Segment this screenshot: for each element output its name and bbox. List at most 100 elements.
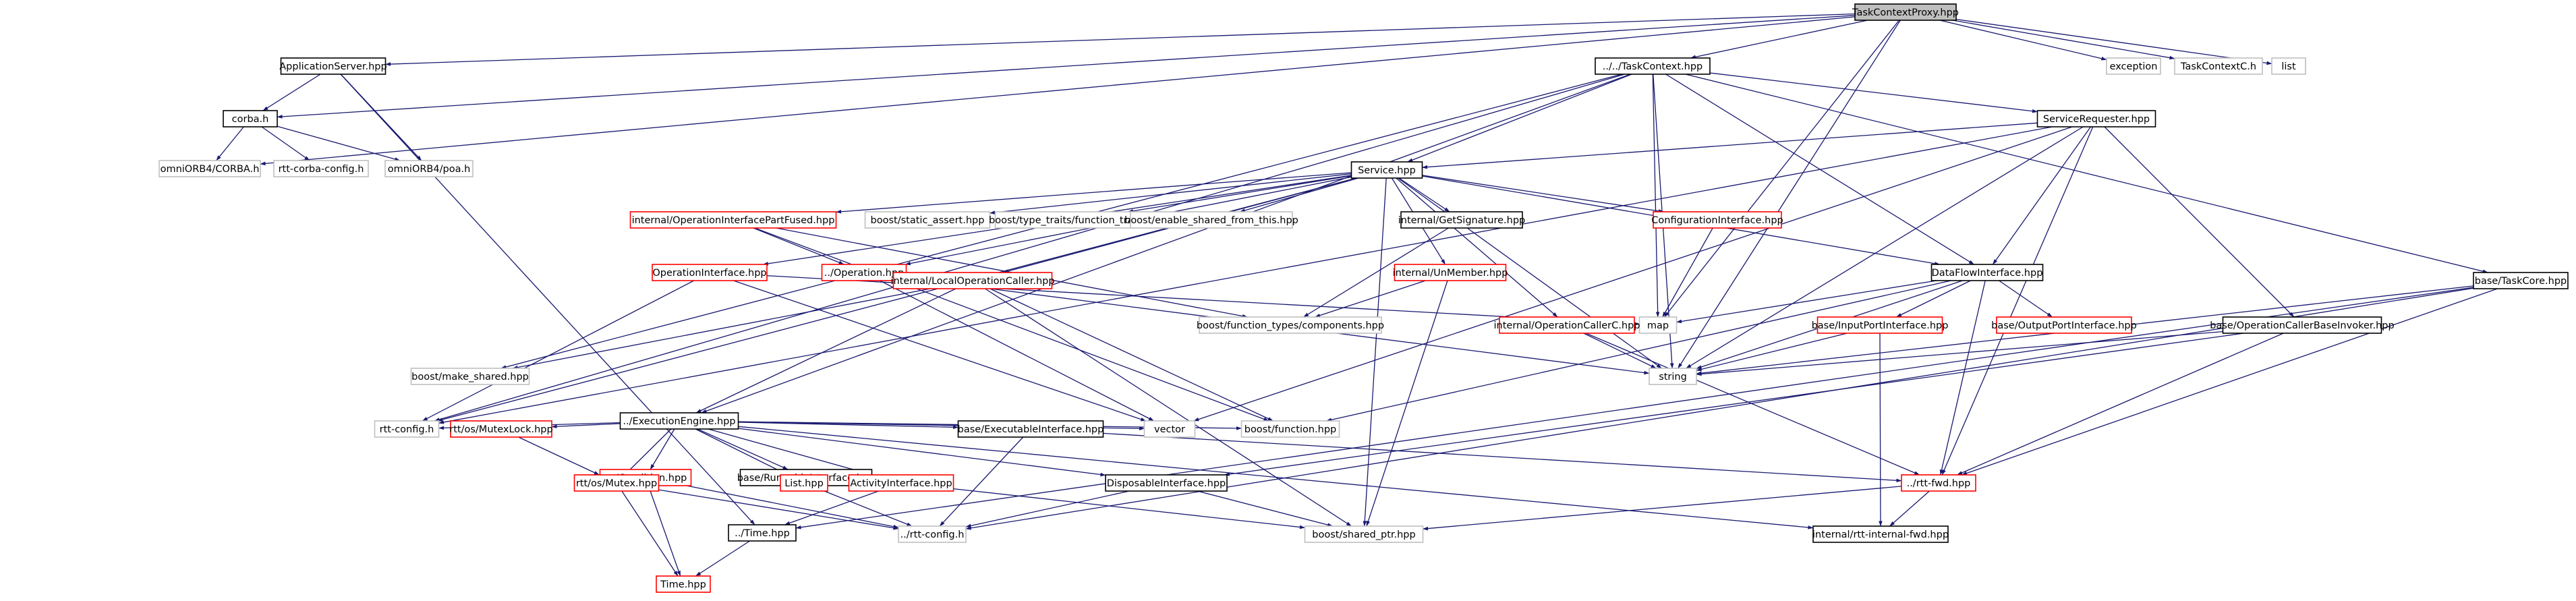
- node-base-operationcallerbaseinvoker-hpp[interactable]: base/OperationCallerBaseInvoker.hpp: [2210, 316, 2395, 334]
- include-edge-n0-n9: [1955, 18, 2272, 65]
- include-edge-n29-n31: [1696, 331, 2223, 376]
- node-dataflowinterface-hpp[interactable]: DataFlowInterface.hpp: [1930, 264, 2044, 281]
- node-box-internal-operationcallerc-hpp: [1499, 316, 1635, 334]
- include-edge-n37-n46: [939, 436, 1024, 527]
- include-edge-n11-n13: [836, 172, 1352, 214]
- node-label-operation-hpp: ../Operation.hpp: [824, 268, 904, 279]
- include-edge-n0-n31: [1678, 20, 1901, 369]
- include-edge-n19-n33: [422, 280, 695, 422]
- node-taskcontext-hpp[interactable]: ../../TaskContext.hpp: [1595, 57, 1711, 75]
- node-box-service-hpp: [1350, 161, 1423, 179]
- include-edge-n27-n31: [1696, 333, 1848, 372]
- node-box-internal-localoperationcaller-hpp: [892, 272, 1053, 289]
- include-edge-n44-n48: [1889, 490, 1930, 527]
- node-service-hpp[interactable]: Service.hpp: [1350, 161, 1423, 179]
- include-edge-n22-n25: [1676, 280, 1937, 324]
- node-base-taskcore-hpp[interactable]: base/TaskCore.hpp: [2473, 272, 2569, 289]
- include-edge-n32-n43: [738, 428, 1106, 477]
- node-label-internal-unmember-hpp: internal/UnMember.hpp: [1393, 268, 1508, 279]
- node-internal-localoperationcaller-hpp: internal/LocalOperationCaller.hpp: [890, 272, 1055, 289]
- node-corba-h[interactable]: corba.h: [223, 110, 278, 127]
- node-vector: vector: [1143, 420, 1196, 438]
- include-edge-n40-n46: [658, 489, 899, 530]
- include-edge-n22-n39: [1326, 280, 1951, 422]
- include-edge-n20-n38: [880, 280, 1154, 422]
- include-edge-n11-n15: [1127, 175, 1352, 213]
- node-internal-rtt-internal-fwd-hpp[interactable]: internal/rtt-internal-fwd.hpp: [1812, 525, 1949, 543]
- node-label-time-hpp: ../Time.hpp: [735, 528, 790, 539]
- node-base-executableinterface-hpp[interactable]: base/ExecutableInterface.hpp: [958, 420, 1104, 438]
- node-label-boost-make-shared-hpp: boost/make_shared.hpp: [411, 372, 529, 382]
- include-edge-n10-n44: [1941, 126, 2094, 476]
- node-box-string: [1649, 368, 1697, 385]
- node-disposableinterface-hpp[interactable]: DisposableInterface.hpp: [1105, 474, 1228, 492]
- include-edge-n34-n40: [518, 436, 600, 476]
- node-box-operation-hpp: [821, 264, 907, 281]
- node-label-service-hpp: Service.hpp: [1358, 165, 1416, 176]
- node-label-rtt-config-h: rtt-config.h: [380, 424, 434, 435]
- include-edge-n35-n46: [686, 485, 899, 529]
- include-edge-n37-n44: [1103, 432, 1902, 483]
- include-edge-n10-n38: [1193, 126, 2073, 422]
- node-label-configurationinterface-hpp: ConfigurationInterface.hpp: [1651, 215, 1783, 226]
- node-operation-hpp: ../Operation.hpp: [821, 264, 907, 281]
- node-time-hpp[interactable]: ../Time.hpp: [728, 524, 797, 542]
- node-box-servicerequester-hpp: [2036, 110, 2156, 127]
- node-internal-getsignature-hpp[interactable]: internal/GetSignature.hpp: [1398, 211, 1526, 229]
- node-label-base-inputportinterface-hpp: base/InputPortInterface.hpp: [1812, 320, 1949, 331]
- include-edge-n32-n40: [624, 428, 672, 476]
- node-label-internal-localoperationcaller-hpp: internal/LocalOperationCaller.hpp: [890, 276, 1054, 287]
- include-edge-n22-n44: [1939, 280, 1986, 476]
- node-internal-operationinterfacepartfused-hpp: internal/OperationInterfacePartFused.hpp: [629, 211, 837, 229]
- node-box-rtt-corba-config-h: [273, 160, 369, 177]
- include-edge-n22-n28: [1999, 280, 2053, 318]
- include-edge-n17-n24: [1303, 227, 1449, 318]
- node-box-dataflowinterface-hpp: [1930, 264, 2044, 281]
- include-edge-n29-n44: [1957, 333, 2284, 476]
- include-edge-n43-n46: [965, 490, 1130, 528]
- include-edge-n42-n45: [784, 490, 879, 525]
- include-edge-n2-n3: [216, 126, 244, 161]
- include-edge-n32-n42: [708, 428, 873, 476]
- node-label-boost-enable-shared-from-this-hpp: boost/enable_shared_from_this.hpp: [1124, 215, 1298, 226]
- node-servicerequester-hpp[interactable]: ServiceRequester.hpp: [2036, 110, 2156, 127]
- include-edge-n6-n10: [1709, 72, 2038, 113]
- include-edge-n6-n12: [1685, 74, 2488, 273]
- include-edge-n0-n25: [1663, 20, 1900, 318]
- node-executionengine-hpp[interactable]: ../ExecutionEngine.hpp: [619, 412, 739, 430]
- include-edge-n11-n31: [1398, 177, 1662, 369]
- include-edge-n21-n47: [1366, 280, 1448, 527]
- node-label-rtt-os-mutexlock-hpp: rtt/os/MutexLock.hpp: [449, 424, 552, 435]
- include-edge-n23-n39: [990, 288, 1273, 422]
- node-boost-static-assert-hpp: boost/static_assert.hpp: [864, 211, 991, 229]
- node-taskcontextproxy-hpp[interactable]: TaskContextProxy.hpp: [1852, 3, 1959, 21]
- node-boost-function-types-components-hpp: boost/function_types/components.hpp: [1197, 316, 1384, 334]
- node-label-base-outputportinterface-hpp: base/OutputPortInterface.hpp: [1991, 320, 2137, 331]
- node-label-taskcontextproxy-hpp: TaskContextProxy.hpp: [1852, 7, 1959, 18]
- node-label-base-executableinterface-hpp: base/ExecutableInterface.hpp: [958, 424, 1104, 435]
- node-label-operationinterface-hpp: OperationInterface.hpp: [652, 268, 766, 279]
- include-edge-n23-n32: [695, 288, 956, 413]
- edge-layer: [216, 13, 2498, 577]
- include-edge-n12-n45: [795, 287, 2474, 530]
- include-edge-n6-n25: [1652, 74, 1660, 318]
- include-edge-n12-n44: [1962, 288, 2498, 476]
- node-label-applicationserver-hpp: ApplicationServer.hpp: [279, 61, 387, 72]
- node-box-boost-function-types-components-hpp: [1199, 316, 1382, 334]
- node-label-internal-getsignature-hpp: internal/GetSignature.hpp: [1398, 215, 1526, 226]
- node-rtt-corba-config-h: rtt-corba-config.h: [273, 160, 369, 177]
- node-box-rtt-os-mutexlock-hpp: [450, 420, 552, 438]
- node-label-boost-function-hpp: boost/function.hpp: [1244, 424, 1337, 435]
- node-applicationserver-hpp[interactable]: ApplicationServer.hpp: [279, 57, 387, 75]
- node-label-boost-static-assert-hpp: boost/static_assert.hpp: [871, 215, 985, 226]
- include-edge-n27-n48: [1879, 333, 1883, 527]
- node-label-internal-operationcallerc-hpp: internal/OperationCallerC.hpp: [1494, 320, 1640, 331]
- include-edge-n2-n4: [261, 126, 310, 161]
- node-label-dataflowinterface-hpp: DataFlowInterface.hpp: [1932, 268, 2043, 279]
- node-label-string: string: [1659, 372, 1687, 382]
- node-box-omniorb4-corba-h: [159, 160, 261, 177]
- node-box-list-hpp: [780, 474, 828, 492]
- node-label-omniorb4-poa-h: omniORB4/poa.h: [388, 164, 471, 175]
- node-omniorb4-corba-h: omniORB4/CORBA.h: [159, 160, 261, 177]
